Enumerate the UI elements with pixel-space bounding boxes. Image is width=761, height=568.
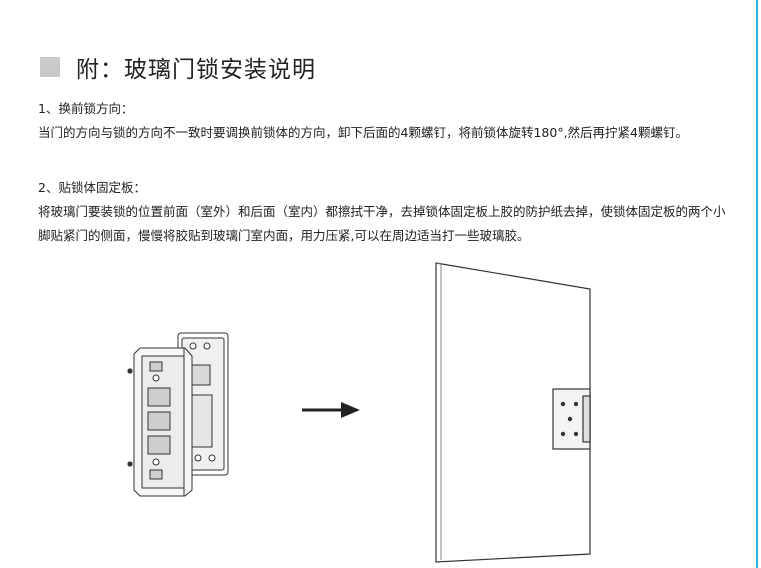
title-square-icon bbox=[40, 57, 60, 77]
section-body: 将玻璃门要装锁的位置前面（室外）和后面（室内）都擦拭干净，去掉锁体固定板上胶的防… bbox=[38, 204, 726, 243]
section-attach-plate: 2、贴锁体固定板： 将玻璃门要装锁的位置前面（室外）和后面（室内）都擦拭干净，去… bbox=[38, 176, 728, 248]
section-change-direction: 1、换前锁方向： 当门的方向与锁的方向不一致时要调换前锁体的方向，卸下后面的4颗… bbox=[38, 97, 728, 145]
right-accent-rule bbox=[756, 0, 758, 568]
section-heading: 1、换前锁方向： bbox=[38, 101, 134, 116]
title-row: 附：玻璃门锁安装说明 bbox=[40, 50, 316, 84]
section-heading: 2、贴锁体固定板： bbox=[38, 180, 146, 195]
section-body: 当门的方向与锁的方向不一致时要调换前锁体的方向，卸下后面的4颗螺钉，将前锁体旋转… bbox=[38, 125, 688, 140]
lock-assembly-drawing bbox=[127, 332, 229, 497]
page-title: 附：玻璃门锁安装说明 bbox=[76, 57, 316, 83]
arrow-right-icon bbox=[302, 402, 360, 418]
glass-door-drawing bbox=[435, 262, 591, 563]
